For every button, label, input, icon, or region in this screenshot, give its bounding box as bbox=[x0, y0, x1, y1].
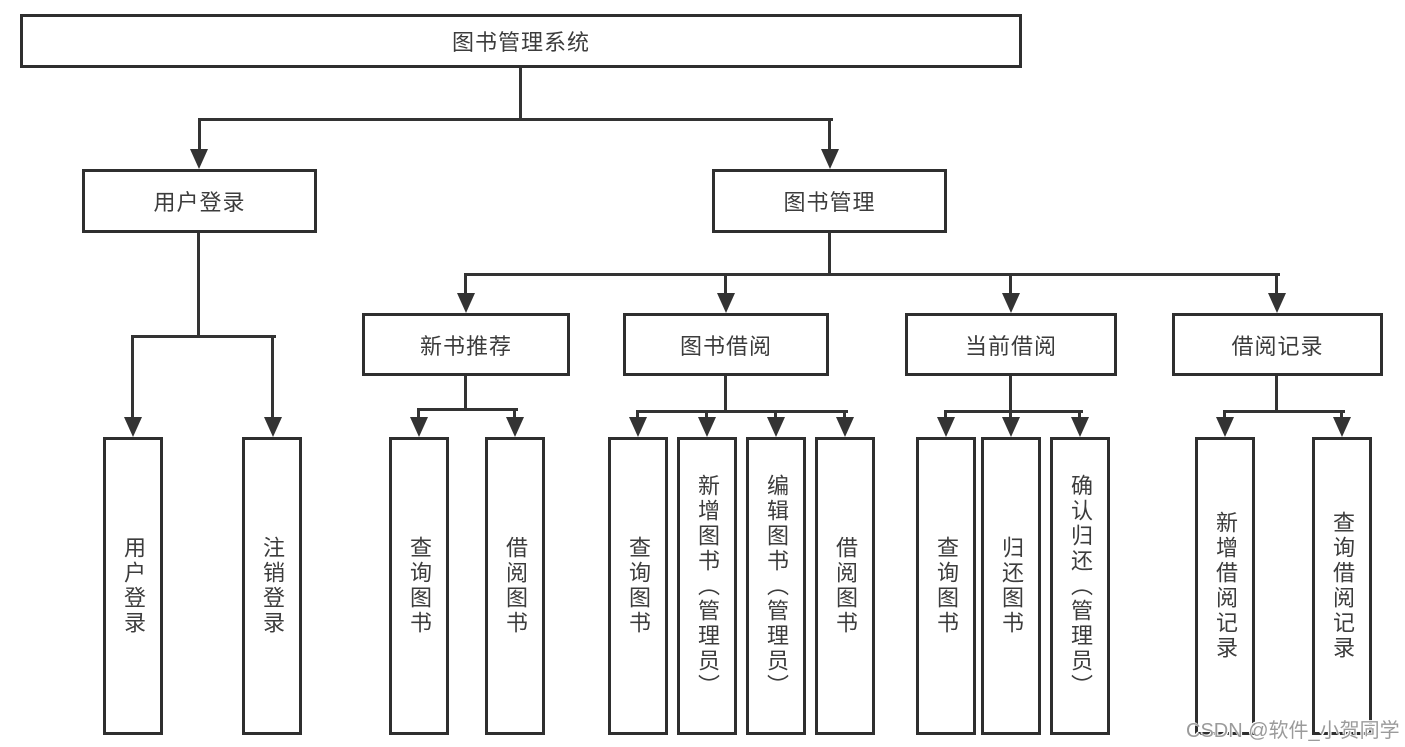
connector-line bbox=[131, 335, 134, 421]
connector-line bbox=[1275, 376, 1278, 410]
leaf-borrow-add-label: 新增图书（管理员） bbox=[695, 473, 720, 699]
connector-line bbox=[1340, 410, 1343, 421]
node-borrow-records: 借阅记录 bbox=[1172, 313, 1383, 376]
leaf-records-query-label: 查询借阅记录 bbox=[1330, 511, 1355, 661]
leaf-records-query: 查询借阅记录 bbox=[1312, 437, 1372, 735]
leaf-newbooks-query: 查询图书 bbox=[389, 437, 449, 735]
arrowhead-down-icon bbox=[767, 417, 785, 437]
leaf-records-add-label: 新增借阅记录 bbox=[1213, 511, 1238, 661]
leaf-borrow-query-label: 查询图书 bbox=[626, 536, 651, 636]
connector-line bbox=[638, 410, 848, 413]
leaf-newbooks-borrow-label: 借阅图书 bbox=[503, 536, 528, 636]
connector-line bbox=[418, 408, 518, 411]
connector-line bbox=[1225, 410, 1345, 413]
leaf-logout: 注销登录 bbox=[242, 437, 302, 735]
node-book-borrow: 图书借阅 bbox=[623, 313, 829, 376]
leaf-borrow-edit: 编辑图书（管理员） bbox=[746, 437, 806, 735]
arrowhead-down-icon bbox=[190, 149, 208, 169]
arrowhead-down-icon bbox=[836, 417, 854, 437]
connector-line bbox=[198, 118, 201, 153]
connector-line bbox=[464, 273, 467, 297]
connector-line bbox=[519, 68, 522, 118]
arrowhead-down-icon bbox=[1002, 417, 1020, 437]
node-new-books: 新书推荐 bbox=[362, 313, 570, 376]
connector-line bbox=[636, 410, 639, 421]
arrowhead-down-icon bbox=[629, 417, 647, 437]
connector-line bbox=[1078, 410, 1081, 421]
node-book-borrow-label: 图书借阅 bbox=[679, 333, 772, 359]
connector-line bbox=[199, 118, 833, 121]
arrowhead-down-icon bbox=[1333, 417, 1351, 437]
node-user-login-label: 用户登录 bbox=[153, 190, 246, 215]
node-new-books-label: 新书推荐 bbox=[419, 333, 512, 359]
node-current-borrow: 当前借阅 bbox=[905, 313, 1117, 376]
leaf-borrow-borrow-label: 借阅图书 bbox=[833, 536, 858, 636]
node-book-mgmt-label: 图书管理 bbox=[783, 190, 876, 215]
arrowhead-down-icon bbox=[410, 417, 428, 437]
leaf-borrow-query: 查询图书 bbox=[608, 437, 668, 735]
connector-line bbox=[843, 410, 846, 421]
connector-line bbox=[828, 118, 831, 153]
connector-line bbox=[133, 335, 276, 338]
connector-line bbox=[466, 273, 1280, 276]
node-root-label: 图书管理系统 bbox=[451, 30, 590, 55]
leaf-current-return-label: 归还图书 bbox=[999, 536, 1024, 636]
arrowhead-down-icon bbox=[506, 417, 524, 437]
leaf-newbooks-query-label: 查询图书 bbox=[407, 536, 432, 636]
connector-line bbox=[724, 376, 727, 410]
leaf-current-confirm: 确认归还（管理员） bbox=[1050, 437, 1110, 735]
connector-line bbox=[724, 273, 727, 297]
node-user-login: 用户登录 bbox=[82, 169, 317, 233]
leaf-current-query: 查询图书 bbox=[916, 437, 976, 735]
arrowhead-down-icon bbox=[124, 417, 142, 437]
connector-line bbox=[464, 376, 467, 408]
leaf-newbooks-borrow: 借阅图书 bbox=[485, 437, 545, 735]
arrowhead-down-icon bbox=[1071, 417, 1089, 437]
connector-line bbox=[1223, 410, 1226, 421]
connector-line bbox=[513, 408, 516, 421]
leaf-current-confirm-label: 确认归还（管理员） bbox=[1068, 473, 1093, 699]
arrowhead-down-icon bbox=[1268, 293, 1286, 313]
node-current-borrow-label: 当前借阅 bbox=[964, 333, 1057, 359]
arrowhead-down-icon bbox=[717, 293, 735, 313]
connector-line bbox=[1275, 273, 1278, 297]
connector-line bbox=[944, 410, 947, 421]
connector-line bbox=[946, 410, 1083, 413]
arrowhead-down-icon bbox=[1216, 417, 1234, 437]
node-book-mgmt: 图书管理 bbox=[712, 169, 947, 233]
leaf-borrow-borrow: 借阅图书 bbox=[815, 437, 875, 735]
arrowhead-down-icon bbox=[698, 417, 716, 437]
connector-line bbox=[1009, 376, 1012, 410]
node-root: 图书管理系统 bbox=[20, 14, 1022, 68]
arrowhead-down-icon bbox=[1002, 293, 1020, 313]
leaf-borrow-edit-label: 编辑图书（管理员） bbox=[764, 473, 789, 699]
arrowhead-down-icon bbox=[457, 293, 475, 313]
arrowhead-down-icon bbox=[821, 149, 839, 169]
connector-line bbox=[828, 232, 831, 273]
connector-line bbox=[774, 410, 777, 421]
connector-line bbox=[1009, 410, 1012, 421]
connector-line bbox=[1009, 273, 1012, 297]
leaf-current-query-label: 查询图书 bbox=[934, 536, 959, 636]
arrowhead-down-icon bbox=[937, 417, 955, 437]
leaf-user-login: 用户登录 bbox=[103, 437, 163, 735]
node-borrow-records-label: 借阅记录 bbox=[1231, 333, 1324, 359]
connector-line bbox=[271, 335, 274, 421]
csdn-watermark: CSDN @软件_小贺同学 bbox=[1186, 720, 1400, 742]
leaf-borrow-add: 新增图书（管理员） bbox=[677, 437, 737, 735]
connector-line bbox=[417, 408, 420, 421]
leaf-current-return: 归还图书 bbox=[981, 437, 1041, 735]
leaf-records-add: 新增借阅记录 bbox=[1195, 437, 1255, 735]
leaf-user-login-label: 用户登录 bbox=[121, 536, 146, 636]
connector-line bbox=[705, 410, 708, 421]
connector-line bbox=[197, 233, 200, 335]
arrowhead-down-icon bbox=[264, 417, 282, 437]
leaf-logout-label: 注销登录 bbox=[260, 536, 285, 636]
